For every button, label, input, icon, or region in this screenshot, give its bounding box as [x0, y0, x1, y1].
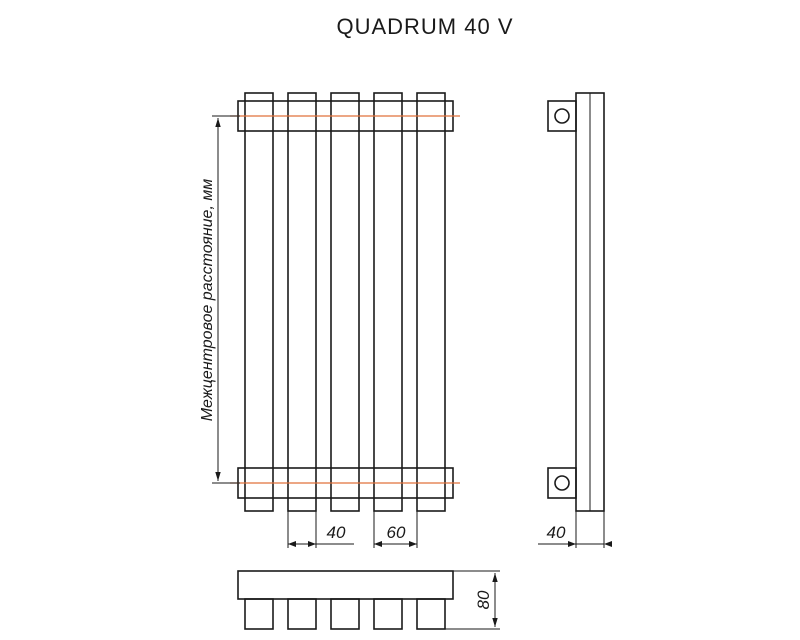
pitch-arrow — [409, 541, 417, 547]
section-2 — [287, 92, 317, 512]
side-top-connector — [547, 100, 577, 132]
top-view-section-3 — [330, 598, 360, 630]
top-view-section-4 — [373, 598, 403, 630]
top-connection-port — [554, 108, 570, 124]
section-4 — [373, 92, 403, 512]
section-3 — [330, 92, 360, 512]
top-view-section-2 — [287, 598, 317, 630]
width-arrow — [308, 541, 316, 547]
side-view: 40 — [538, 92, 612, 548]
depth-arrow — [568, 541, 576, 547]
top-view-collector — [237, 570, 454, 600]
depth-arrow — [604, 541, 612, 547]
section-pitch-label: 60 — [387, 523, 406, 542]
bottom-connection-port — [554, 475, 570, 491]
side-bottom-connector — [547, 467, 577, 499]
top-view-section-5 — [416, 598, 446, 630]
front-view: Межцентровое расстояние, мм 40 60 — [199, 92, 460, 548]
top-view-section-1 — [244, 598, 274, 630]
width-arrow — [288, 541, 296, 547]
height-label: 80 — [474, 590, 493, 609]
depth-label: 40 — [547, 523, 566, 542]
top-view: 80 — [237, 570, 500, 630]
section-1 — [244, 92, 274, 512]
section-5 — [416, 92, 446, 512]
drawing-title: QUADRUM 40 V — [336, 14, 513, 39]
pitch-arrow — [374, 541, 382, 547]
radiator-sections — [244, 92, 446, 512]
center-distance-label: Межцентровое расстояние, мм — [199, 179, 216, 422]
section-width-label: 40 — [327, 523, 346, 542]
